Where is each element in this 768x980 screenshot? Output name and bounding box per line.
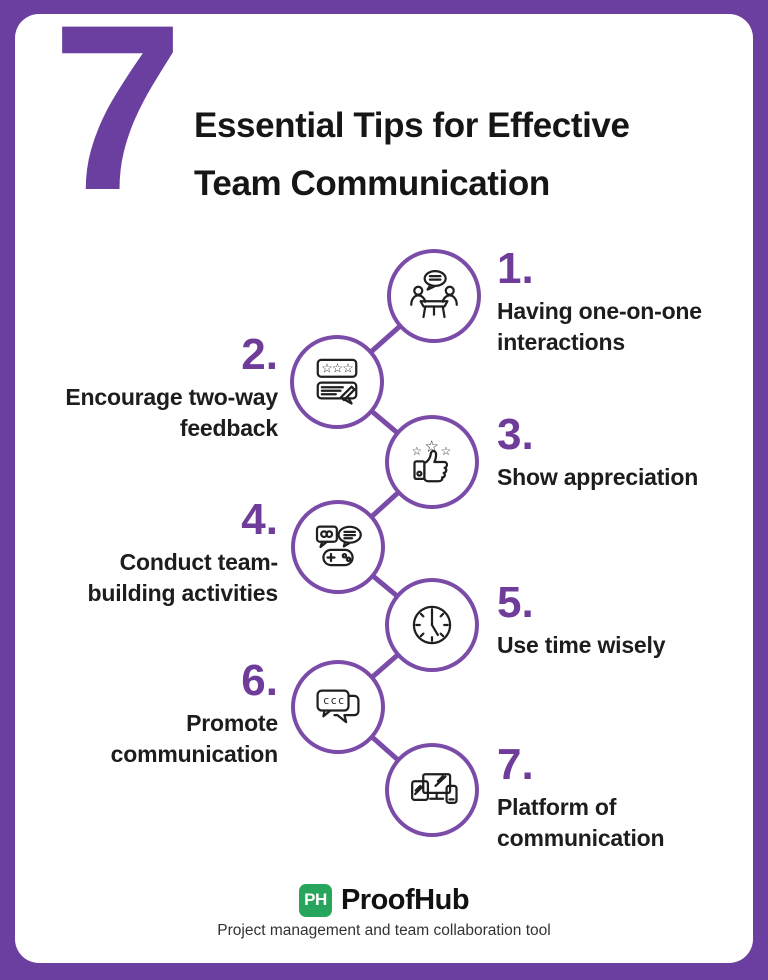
tip-node-5 [385,578,479,672]
tip-5-text: Use time wisely [497,632,666,659]
footer-tagline: Project management and team collaboratio… [217,922,551,939]
big-number-seven: 7 [52,0,184,240]
tip-1-number: 1. [497,244,534,293]
svg-text:☆: ☆ [342,362,354,377]
tip-node-1 [387,249,481,343]
tip-3-number: 3. [497,410,534,459]
tip-1: 1. Having one-on-one interactions [497,244,747,357]
tip-7-number: 7. [497,740,534,789]
appreciation-thumbs-up-icon: ☆ ☆ ☆ [412,437,451,483]
clock-icon [412,605,452,645]
proofhub-logo-text: PH [304,890,327,909]
tip-node-3: ☆ ☆ ☆ [385,415,479,509]
tip-6: 6. Promote communication [8,656,279,769]
tip-4-text: Conduct team- building activities [87,549,279,606]
tip-3-text: Show appreciation [497,464,699,491]
tip-7-text: Platform of communication [497,794,665,851]
tip-4-number: 4. [241,495,278,544]
tip-2: 2. Encourage two-way feedback [8,330,278,443]
svg-text:☆: ☆ [424,437,439,456]
two-way-feedback-icon: ☆ ☆ ☆ [316,358,358,405]
tip-4: 4. Conduct team- building activities [8,495,279,608]
white-card [15,14,753,963]
page-title: Essential Tips for Effective Team Commun… [194,97,630,213]
svg-text:☆: ☆ [412,444,422,458]
tip-node-6: ccc [291,660,385,754]
proofhub-logo: PH [298,883,332,917]
footer-brand: PH ProofHub [0,883,768,917]
svg-text:ccc: ccc [323,695,345,707]
tip-3: 3. Show appreciation [497,410,747,493]
one-on-one-meeting-icon [410,270,458,319]
tip-5: 5. Use time wisely [497,578,747,661]
tip-6-number: 6. [241,656,278,705]
tip-7: 7. Platform of communication [497,740,747,853]
svg-text:☆: ☆ [321,362,333,377]
title-line-2: Team Communication [194,164,550,203]
tip-2-number: 2. [241,330,278,379]
tip-1-text: Having one-on-one interactions [497,298,702,355]
devices-icon [411,773,458,804]
chat-bubbles-icon: ccc [316,689,360,724]
brand-name: ProofHub [340,883,470,916]
title-line-1: Essential Tips for Effective [194,106,630,145]
tip-node-7 [385,743,479,837]
svg-text:☆: ☆ [332,362,344,377]
tip-2-text: Encourage two-way feedback [65,384,278,441]
tip-node-4 [291,500,385,594]
tip-6-text: Promote communication [110,710,279,767]
svg-text:☆: ☆ [441,444,451,458]
team-building-games-icon [315,525,362,567]
tip-node-2: ☆ ☆ ☆ [290,335,384,429]
tip-5-number: 5. [497,578,534,627]
